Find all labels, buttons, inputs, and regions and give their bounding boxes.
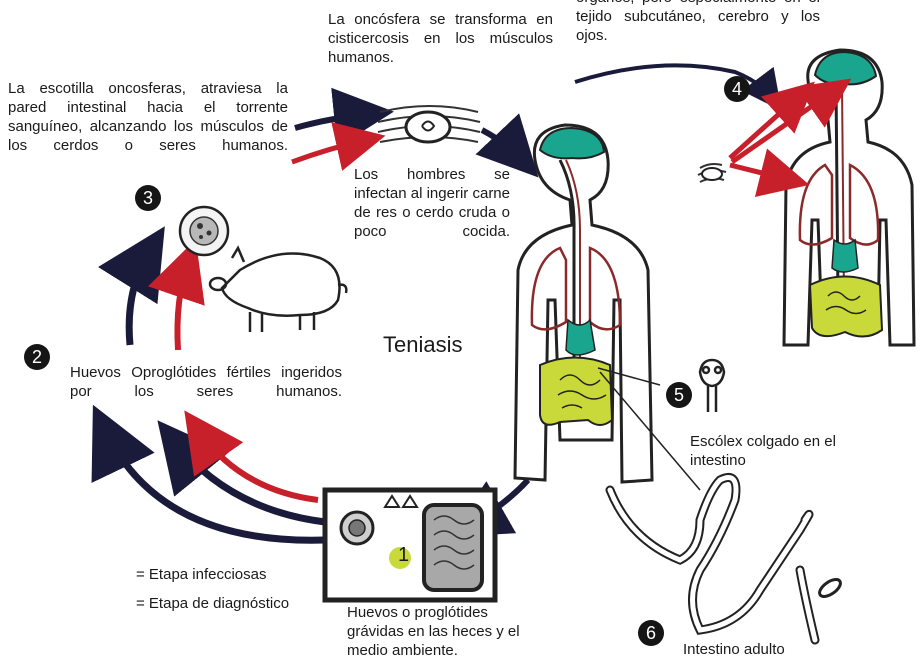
arrow-cyst-to-human xyxy=(482,130,522,160)
text-huevos-ingeridos: Huevos Oproglótides fértiles ingeridos p… xyxy=(70,363,342,401)
step-label-1: 1 xyxy=(398,544,409,567)
text-intestino-adulto: Intestino adulto xyxy=(683,640,785,659)
human-figure-right xyxy=(784,50,914,345)
red-arrow-feces-to-2 xyxy=(198,430,318,500)
step-badge-6: 6 xyxy=(638,620,664,646)
step-badge-4: 4 xyxy=(724,76,750,102)
text-hombres-infectan: Los hombres se infectan al ingerir carne… xyxy=(354,165,510,241)
step-badge-5: 5 xyxy=(666,382,692,408)
egg-icon xyxy=(180,207,228,255)
text-organos-tejido: órganos, pero especialmente en el tejido… xyxy=(576,0,820,45)
legend-etapa-infecciosa: = Etapa infecciosas xyxy=(136,565,267,584)
text-escotilla-oncosferas: La escotilla oncosferas, atraviesa la pa… xyxy=(8,79,288,155)
legend-etapa-diagnostico: = Etapa de diagnóstico xyxy=(136,594,289,613)
red-arrow-2-to-3 xyxy=(177,262,188,350)
step-badge-3: 3 xyxy=(135,185,161,211)
diagnostic-box xyxy=(325,490,495,600)
arrow-2-to-3 xyxy=(129,250,150,345)
text-escolex-colgado: Escólex colgado en el intestino xyxy=(690,432,840,470)
diagram-title: Teniasis xyxy=(383,332,462,358)
scolex-icon xyxy=(700,360,724,412)
arrow-feces-to-2 xyxy=(175,442,325,522)
human-figure-center xyxy=(515,125,652,482)
red-arrow-3-to-cyst xyxy=(292,140,366,162)
step-badge-2: 2 xyxy=(24,344,50,370)
text-huevos-heces: Huevos o proglótides grávidas en las hec… xyxy=(347,603,537,660)
pig-icon xyxy=(210,248,346,332)
text-oncosfera-transforma: La oncósfera se transforma en cisticerco… xyxy=(328,10,553,67)
arrow-3-to-cyst xyxy=(295,114,370,128)
cysticercus-tissue-icon xyxy=(378,106,480,142)
